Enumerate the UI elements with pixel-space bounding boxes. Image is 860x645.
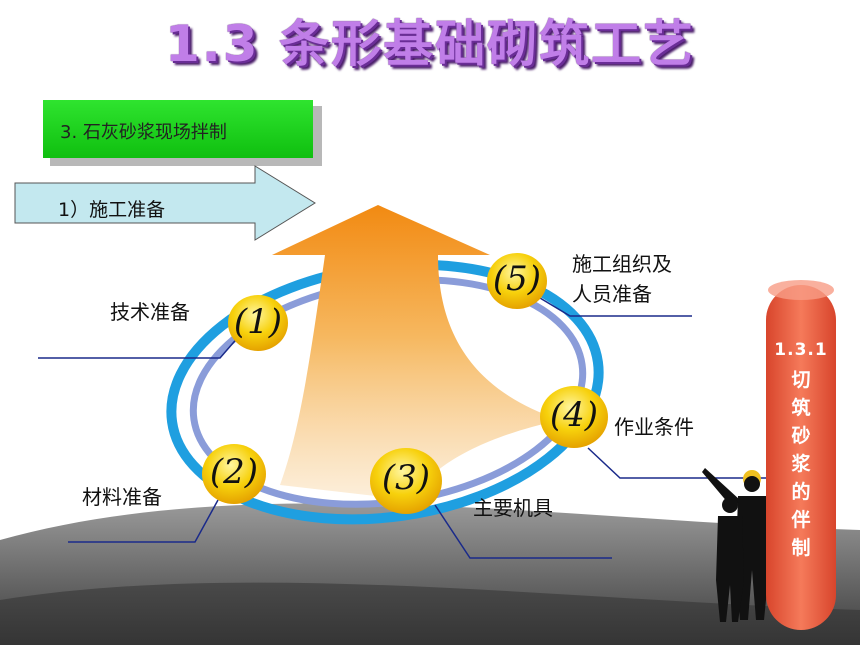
- page-title: 1.3 条形基础砌筑工艺: [165, 15, 695, 73]
- step-oval-2: [202, 444, 266, 504]
- subsection-label: 1）施工准备: [58, 199, 166, 221]
- side-tab-char: 砂: [791, 425, 811, 447]
- side-tab-char: 伴: [791, 509, 811, 531]
- step-number-2: (2): [209, 452, 259, 492]
- businessmen-silhouette: [702, 468, 770, 622]
- step-oval-5: [487, 253, 547, 309]
- side-tab-char: 筑: [791, 397, 811, 419]
- step-label-5-line2: 人员准备: [572, 282, 652, 306]
- step-number-5: (5): [492, 259, 542, 299]
- side-tab-char: 浆: [791, 453, 811, 475]
- step-label-5-line1: 施工组织及: [572, 252, 672, 276]
- side-tab-number: 1.3.1: [774, 340, 828, 360]
- side-tab-pill: [766, 285, 836, 630]
- step-oval-3: [370, 448, 442, 514]
- step-number-3: (3): [381, 458, 431, 498]
- step-oval-1: [228, 295, 288, 351]
- step-number-4: (4): [549, 395, 599, 435]
- side-tab-char: 切: [791, 369, 811, 391]
- section-label: 3. 石灰砂浆现场拌制: [60, 122, 227, 143]
- big-up-arrow: [272, 205, 560, 500]
- step-number-1: (1): [233, 302, 283, 342]
- subsection-arrow: [14, 165, 316, 241]
- step-label-3: 主要机具: [473, 496, 553, 520]
- step-label-2: 材料准备: [82, 485, 162, 509]
- step-label-1: 技术准备: [110, 300, 190, 324]
- step-oval-4: [540, 386, 608, 448]
- section-green-box: [43, 100, 313, 158]
- side-tab-char: 的: [791, 481, 811, 503]
- step-label-4: 作业条件: [614, 415, 694, 439]
- side-tab-text: 1.3.1 切 筑 砂 浆 的 伴 制: [770, 336, 832, 562]
- side-tab-char: 制: [791, 537, 811, 559]
